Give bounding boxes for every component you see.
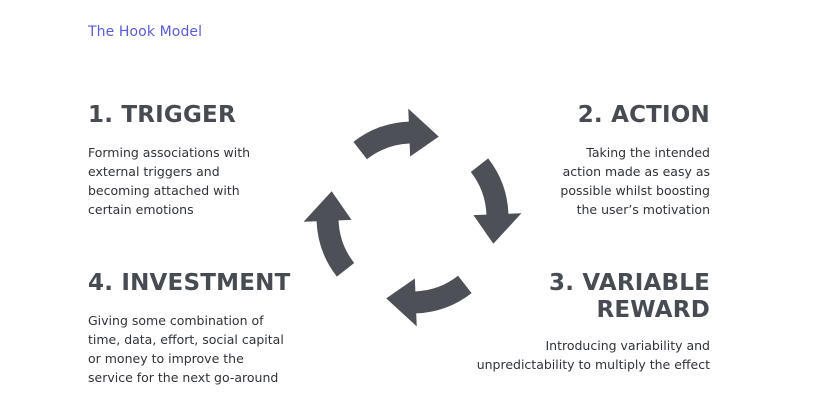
step-trigger-line: certain emotions <box>88 202 194 217</box>
step-trigger-line: becoming attached with <box>88 183 240 198</box>
step-trigger: 1. TRIGGER Forming associations with ext… <box>88 102 318 219</box>
step-variable-reward-heading: 3. VARIABLE REWARD <box>450 270 710 324</box>
step-action-description: Taking the intended action made as easy … <box>480 143 710 219</box>
step-investment: 4. INVESTMENT Giving some combination of… <box>88 270 328 387</box>
step-trigger-line: Forming associations with <box>88 145 251 160</box>
cycle-arrows <box>303 108 522 327</box>
step-action-line: action made as easy as <box>562 164 710 179</box>
step-investment-description: Giving some combination of time, data, e… <box>88 311 328 387</box>
top-arrow-icon <box>353 108 439 160</box>
step-action-line: Taking the intended <box>586 145 710 160</box>
step-action: 2. ACTION Taking the intended action mad… <box>480 102 710 219</box>
step-action-line: the user’s motivation <box>576 202 710 217</box>
step-variable-reward-line: Introducing variability and <box>545 338 710 353</box>
step-trigger-heading: 1. TRIGGER <box>88 102 236 128</box>
step-action-heading: 2. ACTION <box>577 102 710 128</box>
hook-cycle-diagram <box>303 108 522 327</box>
step-variable-reward: 3. VARIABLE REWARD Introducing variabili… <box>450 270 710 374</box>
step-variable-reward-heading-line: REWARD <box>596 297 710 323</box>
right-arrow-icon <box>470 158 522 244</box>
step-trigger-description: Forming associations with external trigg… <box>88 143 318 219</box>
step-trigger-line: external triggers and <box>88 164 220 179</box>
page-title: The Hook Model <box>88 24 203 40</box>
step-action-line: possible whilst boosting <box>560 183 710 198</box>
step-investment-heading: 4. INVESTMENT <box>88 270 291 296</box>
bottom-arrow-icon <box>386 275 472 327</box>
step-variable-reward-description: Introducing variability and unpredictabi… <box>450 336 710 374</box>
step-investment-line: Giving some combination of <box>88 313 264 328</box>
step-investment-line: time, data, effort, social capital <box>88 332 284 347</box>
step-variable-reward-line: unpredictability to multiply the effect <box>476 357 710 372</box>
step-investment-line: service for the next go-around <box>88 370 279 385</box>
step-variable-reward-heading-line: 3. VARIABLE <box>549 270 710 296</box>
left-arrow-icon <box>303 191 355 277</box>
step-investment-line: or money to improve the <box>88 351 244 366</box>
